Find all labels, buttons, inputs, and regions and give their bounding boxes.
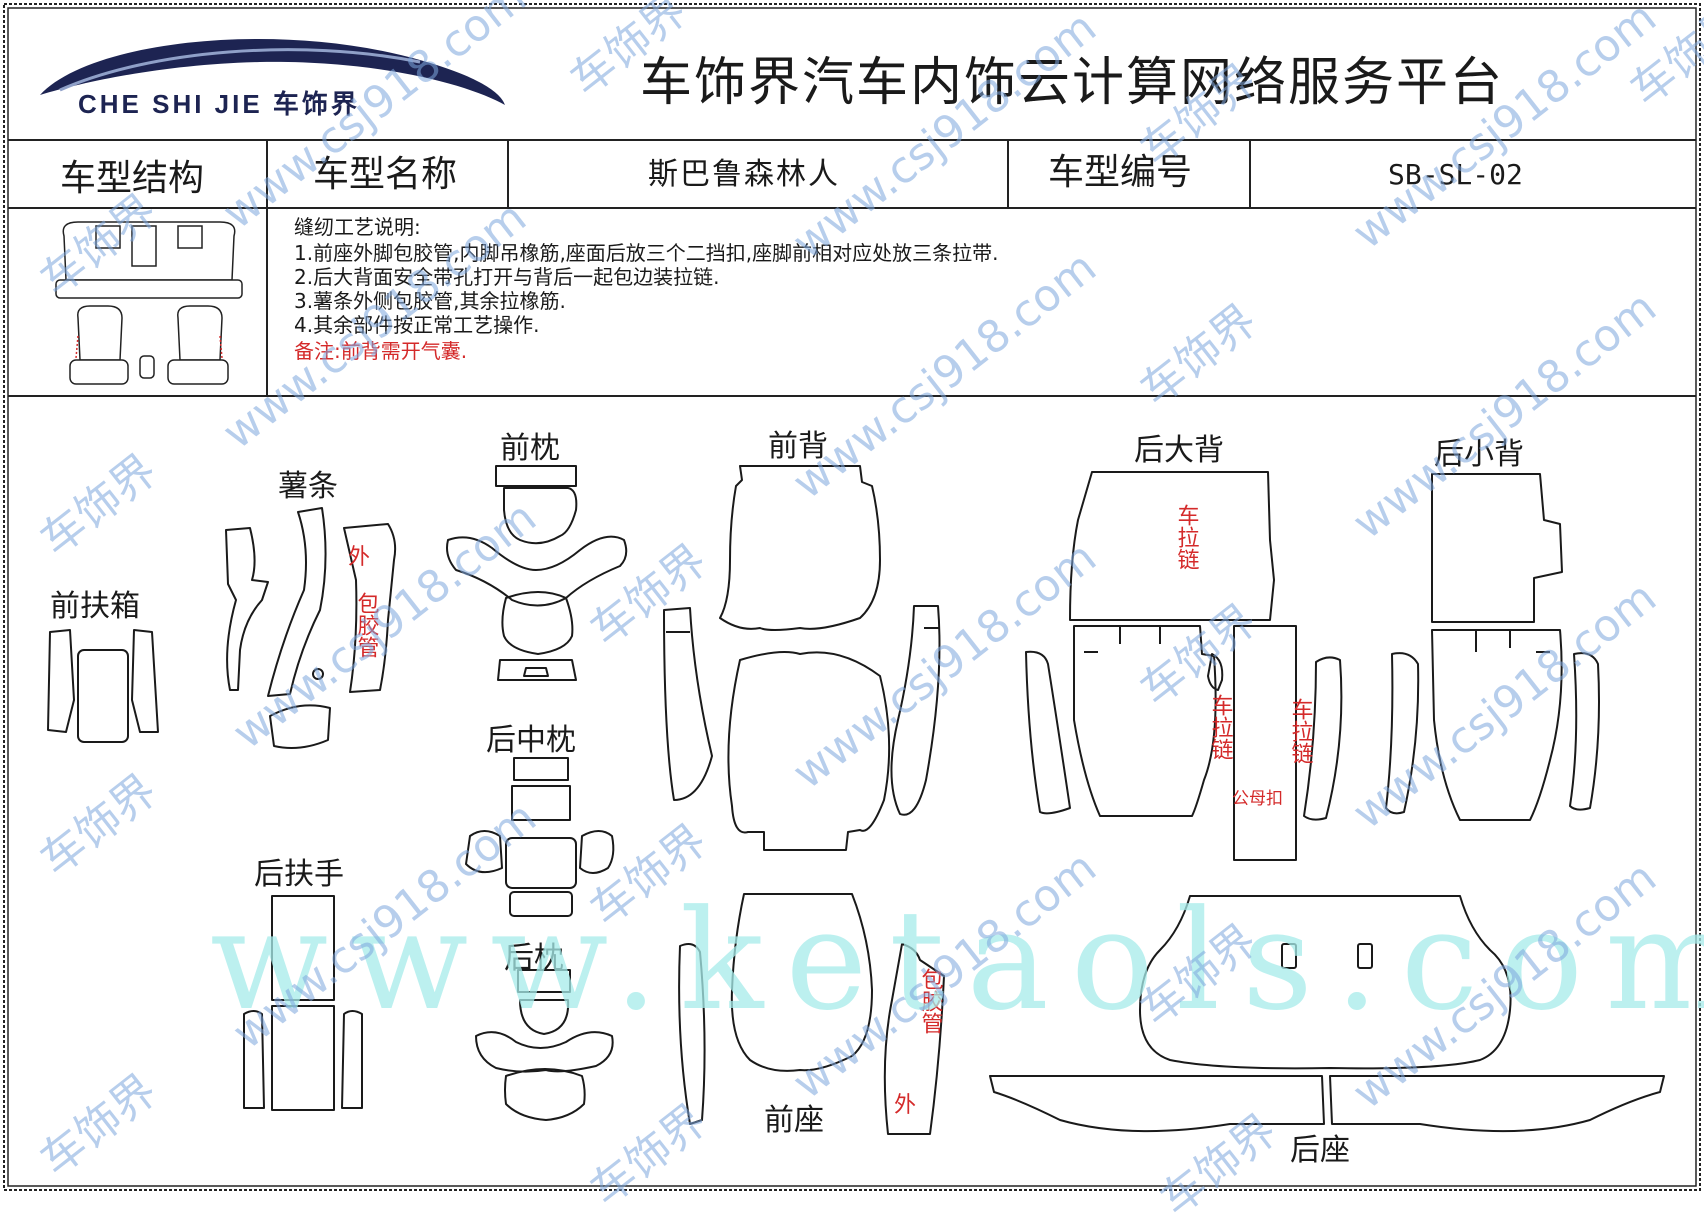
label-rear-armrest: 后扶手 — [254, 857, 344, 892]
name-value: 斯巴鲁森林人 — [648, 157, 840, 192]
front-seat-pieces — [678, 893, 945, 1135]
instruction-line-1: 1.前座外脚包胶管,内脚吊橡筋,座面后放三个二挡扣,座脚前相对应处放三条拉带. — [294, 241, 999, 265]
instruction-line-4: 4.其余部件按正常工艺操作. — [294, 313, 539, 337]
sheet-frame — [3, 3, 1701, 1191]
logo-icon — [40, 38, 505, 105]
info-row — [8, 140, 1696, 397]
code-label: 车型编号 — [1048, 152, 1192, 193]
instruction-line-3: 3.薯条外侧包胶管,其余拉橡筋. — [294, 289, 566, 313]
rear-armrest-pieces — [243, 895, 363, 1111]
rear-headrest-pieces — [475, 969, 614, 1121]
structure-label: 车型结构 — [60, 158, 204, 199]
label-front-headrest: 前枕 — [500, 431, 560, 466]
annotation-outer-front-seat: 外 — [894, 1093, 916, 1118]
annotation-buckle: 公母扣 — [1232, 789, 1283, 809]
annotation-zipper-rear-left: 车拉链 — [1208, 694, 1234, 760]
instruction-line-2: 2.后大背面安全带孔打开与背后一起包边装拉链. — [294, 265, 719, 289]
pattern-sheet: CHE SHI JIE 车饰界 车饰界汽车内饰云计算网络服务平台 车型结构 车型… — [3, 3, 1701, 1191]
label-rear-small-back: 后小背 — [1434, 437, 1524, 472]
annotation-zipper-rear-top: 车拉链 — [1174, 504, 1200, 570]
label-rear-headrest: 后枕 — [504, 941, 564, 976]
label-rear-big-back: 后大背 — [1134, 433, 1224, 468]
logo-text: CHE SHI JIE 车饰界 — [78, 89, 360, 119]
label-front-seat: 前座 — [764, 1103, 824, 1138]
annotation-outer-strip: 外 — [348, 545, 370, 570]
instruction-note: 备注:前背需开气囊. — [294, 339, 467, 363]
seat-thumbnail — [55, 221, 243, 385]
label-rear-seat: 后座 — [1290, 1133, 1350, 1168]
code-value: SB-SL-02 — [1388, 158, 1523, 191]
name-label: 车型名称 — [313, 154, 457, 195]
label-strip: 薯条 — [278, 469, 338, 504]
label-front-back: 前背 — [768, 429, 828, 464]
front-back-pieces — [663, 465, 941, 851]
rear-big-back-pieces — [1025, 471, 1343, 861]
annotation-piping-front-seat: 包胶管 — [918, 968, 944, 1034]
platform-title: 车饰界汽车内饰云计算网络服务平台 — [640, 53, 1504, 113]
rear-middle-headrest-pieces — [465, 757, 615, 917]
instructions-heading: 缝纫工艺说明: — [294, 215, 421, 239]
front-armrest-box-pieces — [47, 629, 159, 743]
label-rear-middle-headrest: 后中枕 — [486, 723, 576, 758]
rear-small-back-pieces — [1385, 473, 1600, 821]
strip-pieces — [225, 507, 397, 749]
front-headrest-pieces — [446, 465, 628, 681]
rear-seat-pieces — [989, 895, 1665, 1133]
label-front-armrest-box: 前扶箱 — [50, 589, 140, 624]
annotation-zipper-rear-right: 车拉链 — [1288, 698, 1314, 764]
annotation-piping-strip: 包胶管 — [354, 592, 380, 658]
